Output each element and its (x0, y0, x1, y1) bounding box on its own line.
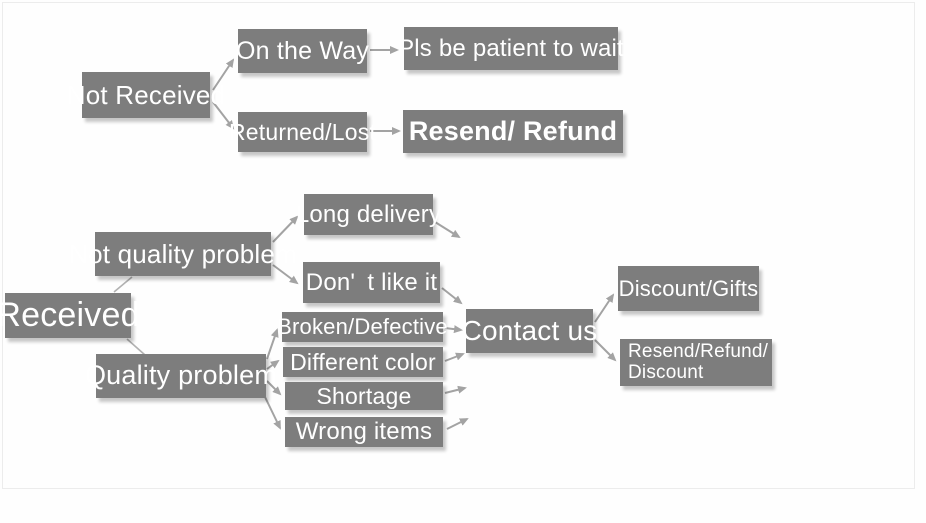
node-received: Received (0, 293, 139, 338)
node-dont-like-it: Don' t like it (303, 262, 440, 303)
edge-broken-defective-to-contact-us (444, 325, 463, 334)
node-different-color: Different color (283, 347, 443, 377)
edge-received-to-not-quality-problem (113, 276, 133, 293)
edge-not-received-to-on-the-way (212, 58, 235, 91)
node-resend-refund-discount: Resend/Refund/Discount (620, 339, 772, 386)
edge-long-delivery-to-contact-us (434, 221, 461, 239)
node-long-delivery: Long delivery (296, 194, 441, 235)
edge-not-quality-problem-to-dont-like-it (272, 264, 299, 285)
node-contact-us: Contact us (462, 309, 597, 353)
node-not-quality-problem: Not quality problem (69, 232, 297, 276)
node-on-the-way: On the Way (236, 29, 369, 73)
edge-quality-problem-to-wrong-items (264, 396, 281, 430)
node-wrong-items: Wrong items (285, 417, 443, 447)
edge-quality-problem-to-different-color (266, 359, 280, 370)
edge-quality-problem-to-shortage (266, 380, 282, 396)
node-shortage: Shortage (285, 382, 443, 410)
edge-not-quality-problem-to-long-delivery (272, 215, 299, 243)
node-pls-be-patient-to-wait: Pls be patient to wait (398, 27, 624, 70)
edge-shortage-to-contact-us (444, 385, 467, 394)
node-resend-refund: Resend/ Refund (403, 110, 623, 153)
edge-not-received-to-returned-lost (212, 101, 235, 130)
node-not-received: Not Received (67, 72, 225, 118)
edge-wrong-items-to-contact-us (446, 418, 469, 430)
edge-received-to-quality-problem (126, 338, 146, 356)
node-discount-gifts: Discount/Gifts (618, 266, 759, 311)
edge-different-color-to-contact-us (444, 352, 465, 362)
node-resend-refund-discount-line: Resend/Refund/ (628, 340, 769, 362)
edge-dont-like-it-to-contact-us (441, 287, 463, 305)
node-broken-defective: Broken/Defective (277, 312, 448, 342)
node-returned-lost: Returned/Lost (229, 112, 376, 152)
node-resend-refund-discount-line: Discount (628, 361, 704, 383)
edge-quality-problem-to-broken-defective (266, 328, 279, 360)
edge-contact-us-to-resend-refund-discount (594, 339, 617, 362)
node-quality-problem: Quality problem (85, 354, 277, 398)
edge-contact-us-to-discount-gifts (594, 293, 615, 323)
